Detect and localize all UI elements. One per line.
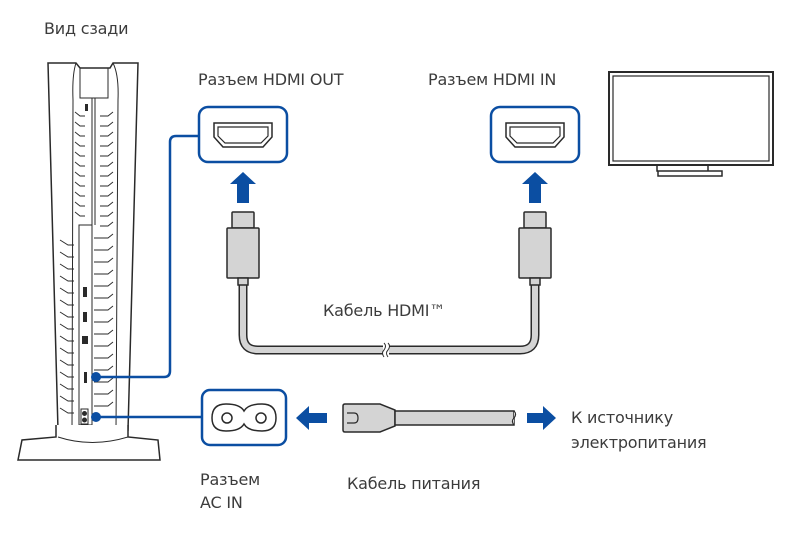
hdmi-out-leader-dot <box>91 372 101 382</box>
tv-icon <box>608 71 774 177</box>
power-source-label-line1: К источнику <box>571 408 673 427</box>
ac-in-leader-line <box>91 412 202 422</box>
hdmi-cable-icon <box>238 283 540 358</box>
arrow-up-icon <box>522 172 548 203</box>
hdmi-in-label: Разъем HDMI IN <box>428 70 557 89</box>
hdmi-plug-icon <box>518 211 552 286</box>
hdmi-cable-label: Кабель HDMI™ <box>323 301 446 320</box>
arrow-up-icon <box>230 172 256 203</box>
ac-in-port-icon <box>200 388 288 447</box>
arrow-right-icon <box>527 406 556 430</box>
hdmi-plug-icon <box>226 211 260 286</box>
arrow-left-icon <box>296 406 327 430</box>
power-cable-label: Кабель питания <box>347 474 481 493</box>
hdmi-in-port-icon <box>489 105 581 164</box>
page-title: Вид сзади <box>44 19 129 38</box>
hdmi-out-port-icon <box>197 105 289 164</box>
ac-in-label-line1: Разъем <box>200 470 260 489</box>
console-rear-view-icon <box>17 62 161 461</box>
power-plug-icon <box>342 403 517 433</box>
hdmi-out-leader-line <box>96 134 199 379</box>
ac-in-label-line2: AC IN <box>200 493 243 512</box>
power-source-label-line2: электропитания <box>571 433 707 452</box>
hdmi-out-label: Разъем HDMI OUT <box>198 70 344 89</box>
